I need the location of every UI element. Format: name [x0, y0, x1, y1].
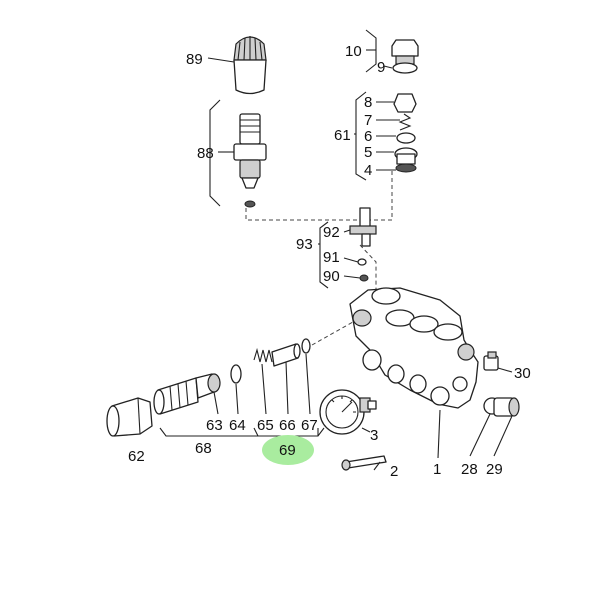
part-30-plug[interactable]	[483, 351, 499, 371]
label-6[interactable]: 6	[364, 128, 372, 145]
leader-lines	[159, 29, 513, 471]
label-3[interactable]: 3	[370, 427, 378, 444]
label-7[interactable]: 7	[364, 112, 372, 129]
part-62-fitting[interactable]	[106, 397, 153, 437]
label-2[interactable]: 2	[390, 463, 398, 480]
label-63[interactable]: 63	[206, 417, 223, 434]
label-8[interactable]: 8	[364, 94, 372, 111]
label-88[interactable]: 88	[197, 145, 214, 162]
label-28[interactable]: 28	[461, 461, 478, 478]
label-9[interactable]: 9	[377, 59, 385, 76]
part-65-spring[interactable]	[253, 347, 273, 363]
label-93[interactable]: 93	[296, 236, 313, 253]
label-4[interactable]: 4	[364, 162, 372, 179]
part-67-o-ring[interactable]	[301, 338, 311, 354]
label-69[interactable]: 69	[279, 442, 296, 459]
label-89[interactable]: 89	[186, 51, 203, 68]
label-90[interactable]: 90	[323, 268, 340, 285]
part-1-pump-manifold[interactable]	[349, 287, 479, 409]
part-66-piston[interactable]	[271, 343, 301, 367]
label-91[interactable]: 91	[323, 249, 340, 266]
highlight-part-69	[262, 435, 314, 465]
part-3-pressure-gauge[interactable]	[319, 389, 377, 435]
part-88-unloader-valve[interactable]	[233, 113, 267, 208]
part-10-plug[interactable]	[391, 39, 419, 74]
part-labels: 89 88 10 9 8 7 61 6 5 4 92 93 91 90 30 3…	[128, 43, 531, 480]
label-1[interactable]: 1	[433, 461, 441, 478]
label-67[interactable]: 67	[301, 417, 318, 434]
label-10[interactable]: 10	[345, 43, 362, 60]
label-64[interactable]: 64	[229, 417, 246, 434]
part-89-knob[interactable]	[233, 36, 267, 95]
part-2-bolt[interactable]	[341, 455, 387, 471]
label-68[interactable]: 68	[195, 440, 212, 457]
assembly-lines	[245, 170, 393, 346]
part-28-29-plug[interactable]	[483, 397, 520, 417]
label-29[interactable]: 29	[486, 461, 503, 478]
label-62[interactable]: 62	[128, 448, 145, 465]
part-63-quick-coupler[interactable]	[153, 373, 221, 415]
label-30[interactable]: 30	[514, 365, 531, 382]
label-92[interactable]: 92	[323, 224, 340, 241]
label-61[interactable]: 61	[334, 127, 351, 144]
part-93-fitting-assembly[interactable]	[349, 207, 377, 282]
label-5[interactable]: 5	[364, 144, 372, 161]
part-61-valve-assembly[interactable]	[393, 93, 418, 173]
label-65[interactable]: 65	[257, 417, 274, 434]
label-66[interactable]: 66	[279, 417, 296, 434]
part-64-o-ring[interactable]	[230, 364, 242, 384]
